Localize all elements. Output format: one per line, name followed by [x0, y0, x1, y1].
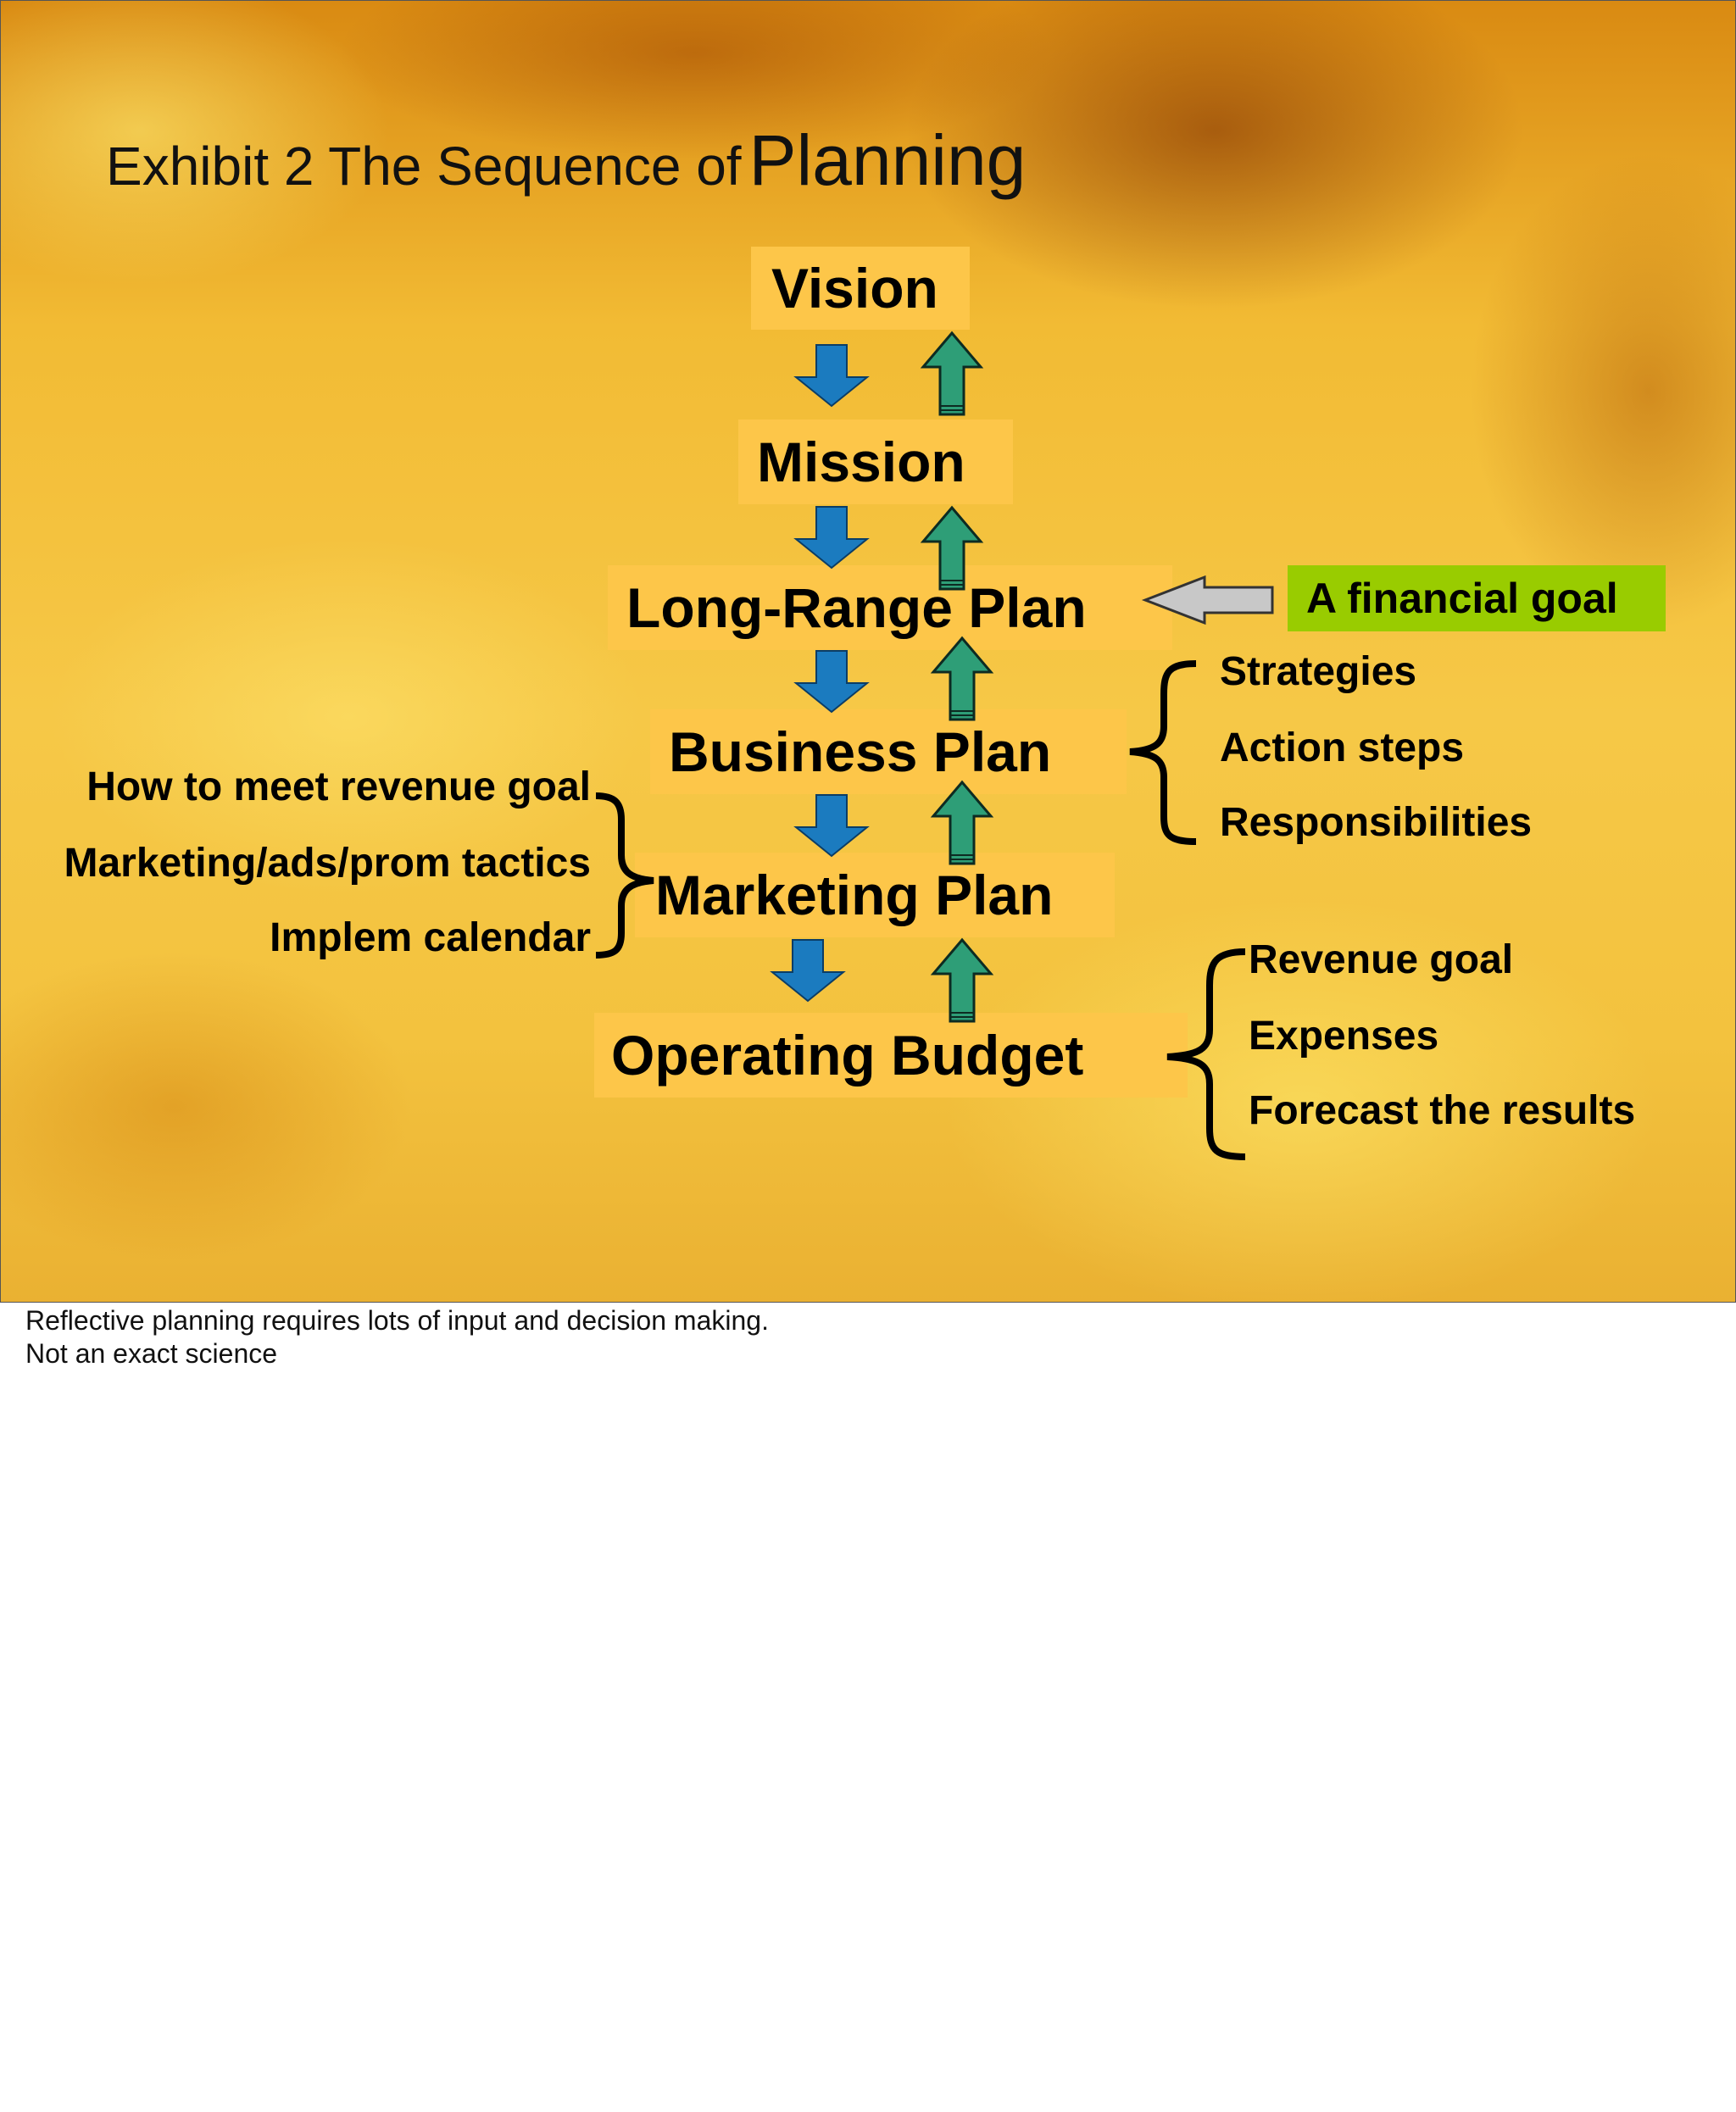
up-arrow-icon — [921, 506, 982, 591]
right-brace-icon — [1129, 660, 1197, 845]
speaker-note-line: Reflective planning requires lots of inp… — [25, 1305, 769, 1336]
down-arrow-icon — [795, 344, 868, 407]
title-part-1: Exhibit 2 The Sequence of — [106, 136, 742, 197]
left-arrow-icon — [1141, 575, 1274, 625]
down-arrow-icon — [795, 794, 868, 857]
business-plan-item: Action steps — [1220, 725, 1465, 770]
diagram-connectors — [595, 331, 1274, 1160]
left-brace-icon — [595, 792, 654, 959]
right-brace-icon — [1166, 948, 1246, 1160]
mission-box: Mission — [738, 420, 1013, 504]
financial-goal-box: A financial goal — [1288, 565, 1666, 631]
slide: Exhibit 2 The Sequence of Planning Visio… — [0, 0, 1736, 1303]
title-part-2: Planning — [748, 120, 1027, 200]
business-plan-box: Business Plan — [650, 709, 1127, 794]
operating-budget-box: Operating Budget — [594, 1013, 1188, 1098]
up-arrow-icon — [921, 331, 982, 416]
long-range-plan-box: Long-Range Plan — [608, 565, 1172, 650]
up-arrow-icon — [932, 636, 993, 721]
down-arrow-icon — [795, 506, 868, 569]
slide-title: Exhibit 2 The Sequence of Planning — [106, 119, 1026, 202]
marketing-plan-item: How to meet revenue goal — [86, 764, 591, 809]
down-arrow-icon — [771, 939, 844, 1002]
operating-budget-item: Revenue goal — [1249, 937, 1514, 982]
down-arrow-icon — [795, 650, 868, 713]
business-plan-item: Strategies — [1220, 649, 1417, 694]
operating-budget-item: Forecast the results — [1249, 1088, 1636, 1133]
business-plan-item: Responsibilities — [1220, 800, 1533, 845]
marketing-plan-box: Marketing Plan — [635, 853, 1115, 937]
marketing-plan-item: Implem calendar — [270, 915, 591, 960]
vision-box: Vision — [751, 247, 970, 330]
up-arrow-icon — [932, 938, 993, 1023]
up-arrow-icon — [932, 781, 993, 865]
operating-budget-item: Expenses — [1249, 1014, 1439, 1059]
marketing-plan-item: Marketing/ads/prom tactics — [64, 841, 591, 886]
speaker-note-line: Not an exact science — [25, 1338, 278, 1369]
